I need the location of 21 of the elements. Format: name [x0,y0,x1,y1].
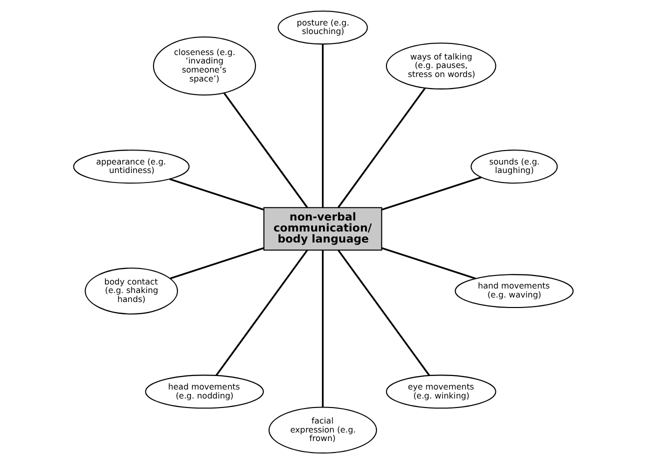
node-ellipse: posture (e.g. slouching) [278,10,368,45]
node-ellipse: head movements (e.g. nodding) [145,374,264,409]
connector [170,247,264,280]
connector [338,87,426,208]
node-ellipse: eye movements (e.g. winking) [386,374,496,409]
node-ellipse: ways of talking (e.g. pauses, stress on words) [386,42,496,90]
node-ellipse: facial expression (e.g. frown) [268,406,378,454]
connector [223,92,308,208]
connector [322,250,324,408]
connector [382,247,476,280]
node-box: non-verbal communication/ body language [263,207,382,251]
node-ellipse: hand movements (e.g. waving) [454,274,574,308]
node-ellipse: closeness (e.g. ‘invading someone’s space’) [152,36,256,96]
node-ellipse: sounds (e.g. laughing) [470,150,558,184]
connector [338,250,430,376]
node-ellipse: appearance (e.g. untidiness) [73,150,190,184]
connector [169,178,264,210]
connector [322,44,324,208]
connector [216,250,308,376]
connector [382,176,482,210]
node-ellipse: body contact (e.g. shaking hands) [84,268,178,314]
